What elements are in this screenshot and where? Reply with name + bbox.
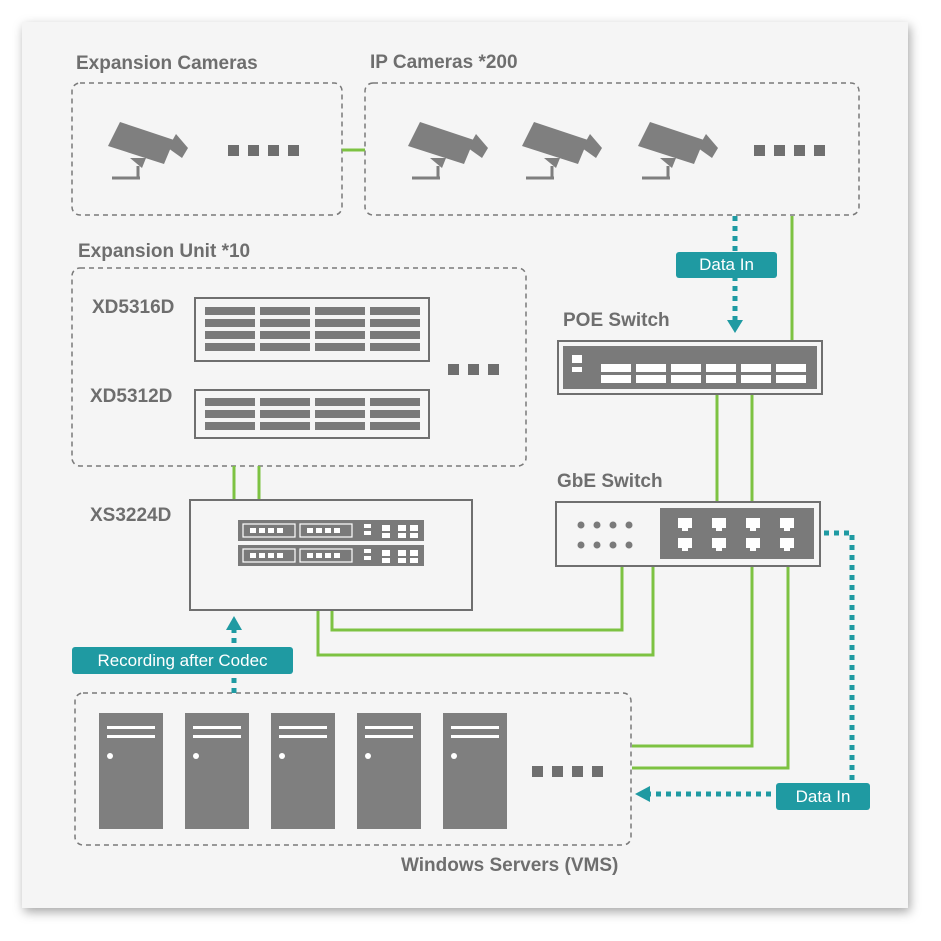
network-switch-icon: [557, 340, 823, 395]
server-tower-icon: [271, 713, 335, 829]
server-tower-icon: [357, 713, 421, 829]
data-in-badge: Data In: [676, 252, 777, 278]
xs3224d-label: XS3224D: [90, 505, 172, 526]
xd5316d-label: XD5316D: [92, 297, 175, 318]
rack-storage-icon: [194, 389, 430, 439]
camera-icon: [406, 120, 490, 180]
server-tower-icon: [443, 713, 507, 829]
xs3224d-unit: [189, 499, 473, 611]
camera-icon: [106, 120, 190, 180]
expansion-unit-label: Expansion Unit *10: [78, 241, 251, 262]
green-links: [232, 148, 794, 770]
gbe-switch-label: GbE Switch: [557, 471, 663, 492]
windows-servers-group: [74, 692, 632, 846]
server-tower-icon: [185, 713, 249, 829]
server-tower-icon: [99, 713, 163, 829]
ellipsis-icon: [228, 145, 299, 156]
data-in-badge: Data In: [776, 783, 870, 810]
ip-cameras-label: IP Cameras *200: [370, 52, 518, 73]
ip-cameras-group: [364, 82, 860, 216]
poe-switch-label: POE Switch: [563, 310, 670, 331]
camera-icon: [520, 120, 604, 180]
ellipsis-icon: [754, 145, 825, 156]
ellipsis-icon: [448, 364, 499, 375]
ellipsis-icon: [532, 766, 603, 777]
recording-after-codec-badge: Recording after Codec: [72, 647, 293, 674]
rack-storage-icon: [194, 297, 430, 362]
network-switch-icon: [555, 501, 821, 567]
expansion-unit-group: [71, 267, 527, 467]
windows-servers-label: Windows Servers (VMS): [401, 855, 619, 876]
camera-icon: [636, 120, 720, 180]
expansion-cameras-group: [71, 82, 343, 216]
expansion-cameras-label: Expansion Cameras: [76, 53, 258, 74]
xd5312d-label: XD5312D: [90, 386, 173, 407]
